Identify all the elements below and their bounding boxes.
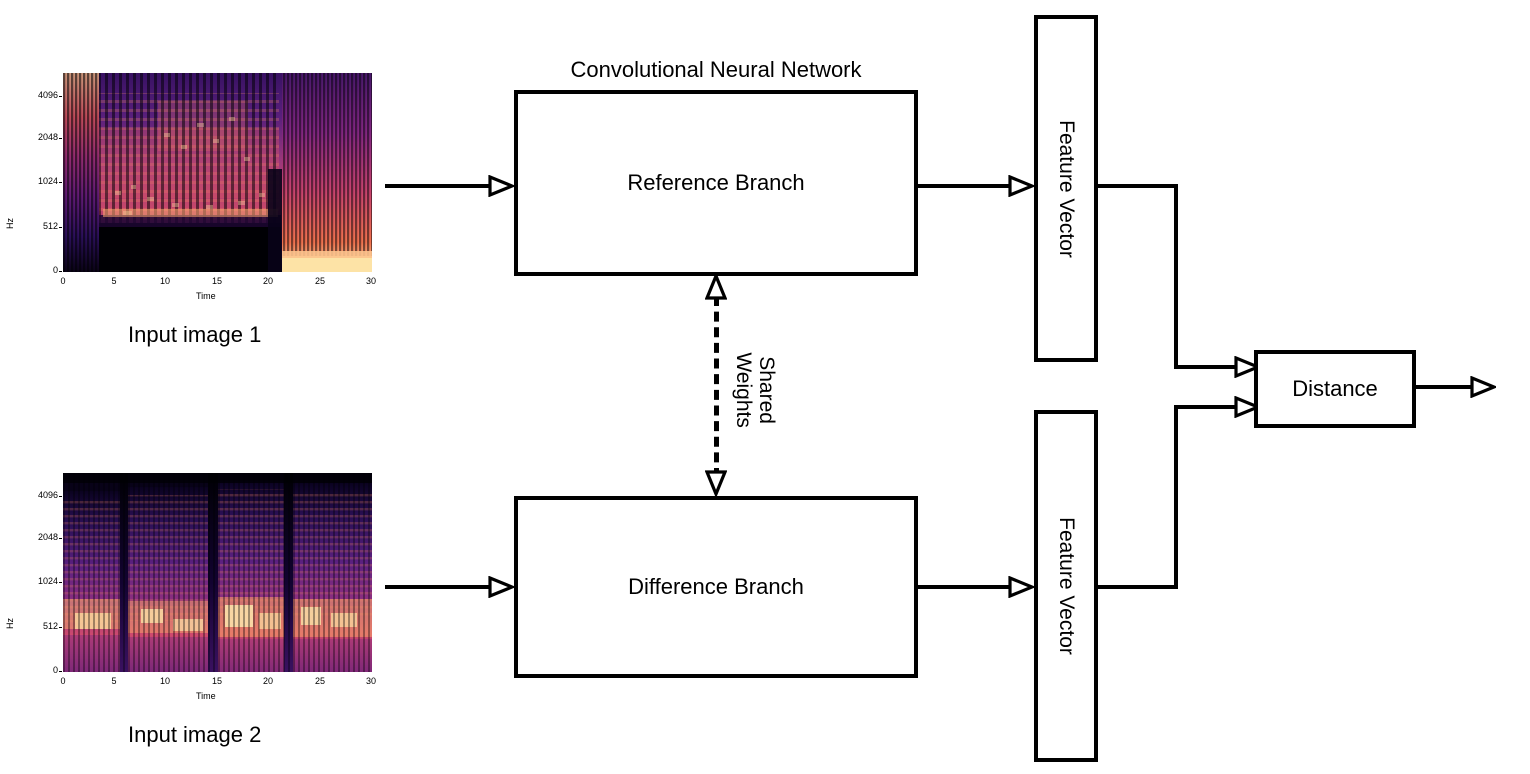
- shared-weights-arrow-up-head: [704, 271, 728, 300]
- reference-branch-box[interactable]: Reference Branch: [514, 90, 918, 276]
- fv-top-to-distance-horizontal: [1174, 365, 1240, 369]
- spectrogram-1-xtick-0: 0: [60, 276, 66, 286]
- arrow-input1-to-reference-head: [488, 174, 517, 198]
- spectrogram-1-ytick-0: 0: [52, 265, 58, 275]
- reference-branch-label: Reference Branch: [627, 170, 805, 196]
- feature-vector-top-label: Feature Vector: [1055, 119, 1078, 258]
- spectrogram-2-ytick-0: 0: [52, 665, 58, 675]
- arrow-difference-to-fv-bottom-line: [918, 585, 1010, 589]
- fv-bottom-output-segment-horizontal: [1096, 585, 1178, 589]
- spectrogram-2-xtick-20: 20: [262, 676, 273, 686]
- feature-vector-bottom-label: Feature Vector: [1055, 517, 1078, 655]
- input-image-1-figure: Hz 4096 2048 1024 512 0: [0, 60, 390, 310]
- distance-output-line: [1416, 385, 1476, 389]
- spectrogram-2-xtick-5: 5: [111, 676, 117, 686]
- arrow-fv-top-to-distance-head: [1234, 355, 1263, 379]
- arrow-reference-to-fv-top-head: [1008, 174, 1037, 198]
- spectrogram-1-plot: [63, 73, 372, 272]
- input-image-2-figure: Hz 4096 2048 1024 512 0: [0, 460, 390, 710]
- spectrogram-2-xtick-25: 25: [314, 676, 325, 686]
- fv-bottom-to-distance-horizontal: [1174, 405, 1240, 409]
- spectrogram-2-plot: [63, 473, 372, 672]
- ytick-mark: [59, 182, 62, 183]
- spectrogram-2-ytick-4096: 4096: [37, 490, 58, 500]
- ytick-mark: [59, 96, 62, 97]
- shared-weights-label-line2: Weights: [731, 352, 755, 428]
- spectrogram-1-xtick-30: 30: [365, 276, 376, 286]
- spectrogram-1-xtick-5: 5: [111, 276, 117, 286]
- ytick-mark: [59, 627, 62, 628]
- spectrogram-2-xtick-30: 30: [365, 676, 376, 686]
- ytick-mark: [59, 538, 62, 539]
- spectrogram-1-xtick-15: 15: [211, 276, 222, 286]
- arrow-difference-to-fv-bottom-head: [1008, 575, 1037, 599]
- spectrogram-1-ytick-1024: 1024: [37, 176, 58, 186]
- ytick-mark: [59, 671, 62, 672]
- ytick-mark: [59, 227, 62, 228]
- spectrogram-2-xtick-15: 15: [211, 676, 222, 686]
- spectrogram-1-xlabel: Time: [196, 291, 216, 301]
- difference-branch-label: Difference Branch: [628, 574, 804, 600]
- distance-output-arrow-head: [1470, 375, 1499, 399]
- arrow-input2-to-difference-line: [385, 585, 490, 589]
- fv-top-output-segment-vertical: [1174, 184, 1178, 369]
- distance-label: Distance: [1292, 376, 1378, 402]
- feature-vector-bottom-box[interactable]: Feature Vector: [1034, 410, 1098, 762]
- ytick-mark: [59, 496, 62, 497]
- spectrogram-1-xtick-25: 25: [314, 276, 325, 286]
- spectrogram-2-xlabel: Time: [196, 691, 216, 701]
- spectrogram-1-xtick-20: 20: [262, 276, 273, 286]
- spectrogram-1-ytick-512: 512: [42, 221, 58, 231]
- shared-weights-label-wrap: Shared Weights: [700, 340, 810, 440]
- spectrogram-2-xtick-10: 10: [159, 676, 170, 686]
- input-image-2-caption: Input image 2: [128, 722, 262, 747]
- difference-branch-box[interactable]: Difference Branch: [514, 496, 918, 678]
- spectrogram-2-ylabel: Hz: [5, 618, 15, 629]
- input-image-1-caption: Input image 1: [128, 322, 262, 347]
- distance-box[interactable]: Distance: [1254, 350, 1416, 428]
- arrow-reference-to-fv-top-line: [918, 184, 1010, 188]
- spectrogram-1-xtick-10: 10: [159, 276, 170, 286]
- spectrogram-1-ytick-4096: 4096: [37, 90, 58, 100]
- arrow-input2-to-difference-head: [488, 575, 517, 599]
- ytick-mark: [59, 138, 62, 139]
- shared-weights-label-line1: Shared: [755, 356, 779, 424]
- arrow-input1-to-reference-line: [385, 184, 490, 188]
- ytick-mark: [59, 582, 62, 583]
- shared-weights-arrow-down-head: [704, 470, 728, 499]
- shared-weights-dashed-line: [714, 296, 719, 478]
- arrow-fv-bottom-to-distance-head: [1234, 395, 1263, 419]
- spectrogram-1-ytick-2048: 2048: [37, 132, 58, 142]
- spectrogram-2-ytick-1024: 1024: [37, 576, 58, 586]
- fv-top-output-segment-horizontal: [1096, 184, 1178, 188]
- spectrogram-2-ytick-512: 512: [42, 621, 58, 631]
- spectrogram-2-ytick-2048: 2048: [37, 532, 58, 542]
- cnn-title: Convolutional Neural Network: [570, 57, 862, 82]
- ytick-mark: [59, 271, 62, 272]
- feature-vector-top-box[interactable]: Feature Vector: [1034, 15, 1098, 362]
- spectrogram-1-ylabel: Hz: [5, 218, 15, 229]
- fv-bottom-output-segment-vertical: [1174, 409, 1178, 589]
- spectrogram-2-xtick-0: 0: [60, 676, 66, 686]
